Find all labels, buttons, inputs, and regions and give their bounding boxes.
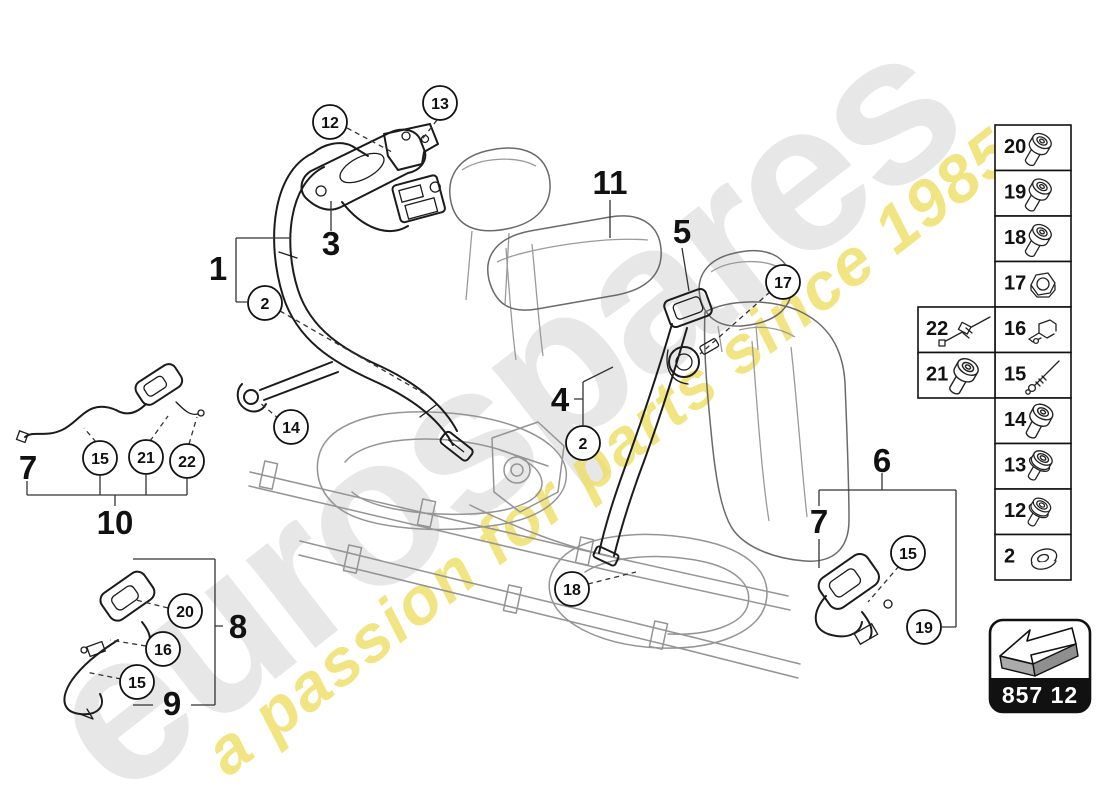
callout-14[interactable]: 14 <box>273 409 309 445</box>
seat-base-frame <box>248 243 801 679</box>
svg-text:18: 18 <box>1004 227 1026 249</box>
label-1: 1 <box>209 250 227 287</box>
callout-22[interactable]: 22 <box>169 443 205 479</box>
svg-text:15: 15 <box>128 675 146 692</box>
callout-13[interactable]: 13 <box>422 85 458 121</box>
svg-text:20: 20 <box>1004 136 1026 158</box>
callout-19[interactable]: 19 <box>906 609 942 645</box>
svg-text:14: 14 <box>1004 409 1027 431</box>
part-labels: 1 3 11 5 4 7 10 8 9 6 7 <box>19 164 891 722</box>
callout-15c[interactable]: 15 <box>890 535 926 571</box>
svg-text:17: 17 <box>774 275 792 292</box>
callout-2a[interactable]: 2 <box>247 285 283 321</box>
legend-cell-20[interactable]: 20 <box>994 124 1072 172</box>
svg-text:12: 12 <box>321 115 339 132</box>
callout-21[interactable]: 21 <box>128 439 164 475</box>
legend-cell-19[interactable]: 19 <box>994 169 1072 217</box>
legend-cell-16[interactable]: 16 <box>994 306 1072 354</box>
svg-text:18: 18 <box>563 582 581 599</box>
label-9: 9 <box>163 685 181 722</box>
callout-15a[interactable]: 15 <box>82 440 118 476</box>
svg-text:21: 21 <box>926 364 948 386</box>
buckle-cable-left <box>15 363 205 444</box>
buckle-cable-right <box>814 552 893 646</box>
label-7-left: 7 <box>19 449 37 486</box>
legend-cell-2[interactable]: 2 <box>994 533 1072 581</box>
legend-main-column: 20 19 18 17 16 15 14 <box>994 124 1072 581</box>
headrest-right <box>698 249 793 353</box>
legend-cell-14[interactable]: 14 <box>994 397 1072 445</box>
legend-cell-21[interactable]: 21 <box>917 351 996 399</box>
label-7-right: 7 <box>810 503 828 540</box>
legend-cell-22[interactable]: 22 <box>917 306 996 354</box>
svg-text:13: 13 <box>431 96 449 113</box>
label-11: 11 <box>593 164 628 201</box>
label-10: 10 <box>97 504 134 541</box>
svg-text:16: 16 <box>1004 318 1026 340</box>
part-code-badge: 857 12 <box>988 618 1092 714</box>
headrest-left <box>449 147 551 306</box>
belt-anchor-plate <box>300 128 427 211</box>
legend-cell-13[interactable]: 13 <box>994 442 1072 490</box>
label-4: 4 <box>551 381 570 418</box>
armrest-center <box>487 215 662 311</box>
legend-cell-17[interactable]: 17 <box>994 260 1072 308</box>
svg-text:2: 2 <box>1004 546 1015 568</box>
legend-side-column: 22 21 <box>917 306 996 399</box>
label-3: 3 <box>322 225 340 262</box>
svg-text:15: 15 <box>91 451 109 468</box>
svg-text:17: 17 <box>1004 273 1026 295</box>
svg-text:20: 20 <box>176 604 194 621</box>
svg-text:2: 2 <box>261 296 270 313</box>
label-8: 8 <box>229 608 247 645</box>
direction-arrow-icon <box>999 627 1079 677</box>
svg-text:13: 13 <box>1004 455 1026 477</box>
callout-2b[interactable]: 2 <box>565 425 601 461</box>
callout-17[interactable]: 17 <box>765 264 801 300</box>
leader-lines <box>26 119 957 706</box>
svg-text:15: 15 <box>1004 364 1026 386</box>
callout-20[interactable]: 20 <box>167 593 203 629</box>
svg-text:22: 22 <box>178 454 196 471</box>
svg-text:15: 15 <box>899 546 917 563</box>
callout-15b[interactable]: 15 <box>119 664 155 700</box>
part-code-text: 857 12 <box>1002 682 1078 708</box>
svg-text:19: 19 <box>915 620 933 637</box>
seat-back-panel <box>703 301 850 562</box>
svg-text:2: 2 <box>579 436 588 453</box>
svg-text:21: 21 <box>137 450 155 467</box>
callout-16[interactable]: 16 <box>145 631 181 667</box>
callout-18[interactable]: 18 <box>554 571 590 607</box>
label-5: 5 <box>673 213 691 250</box>
legend-cell-18[interactable]: 18 <box>994 215 1072 263</box>
callouts: 12 13 2 14 17 2 18 15 21 22 20 16 15 15 … <box>82 85 942 700</box>
svg-text:16: 16 <box>154 642 172 659</box>
svg-text:22: 22 <box>926 318 948 340</box>
legend-cell-12[interactable]: 12 <box>994 488 1072 536</box>
center-belt <box>592 288 720 567</box>
svg-text:14: 14 <box>282 420 300 437</box>
belt-retractor-top <box>341 123 446 233</box>
svg-text:19: 19 <box>1004 182 1026 204</box>
label-6: 6 <box>873 442 891 479</box>
legend-cell-15[interactable]: 15 <box>994 351 1072 399</box>
callout-12[interactable]: 12 <box>312 104 348 140</box>
shoulder-belt-left <box>236 142 474 462</box>
svg-text:12: 12 <box>1004 500 1026 522</box>
